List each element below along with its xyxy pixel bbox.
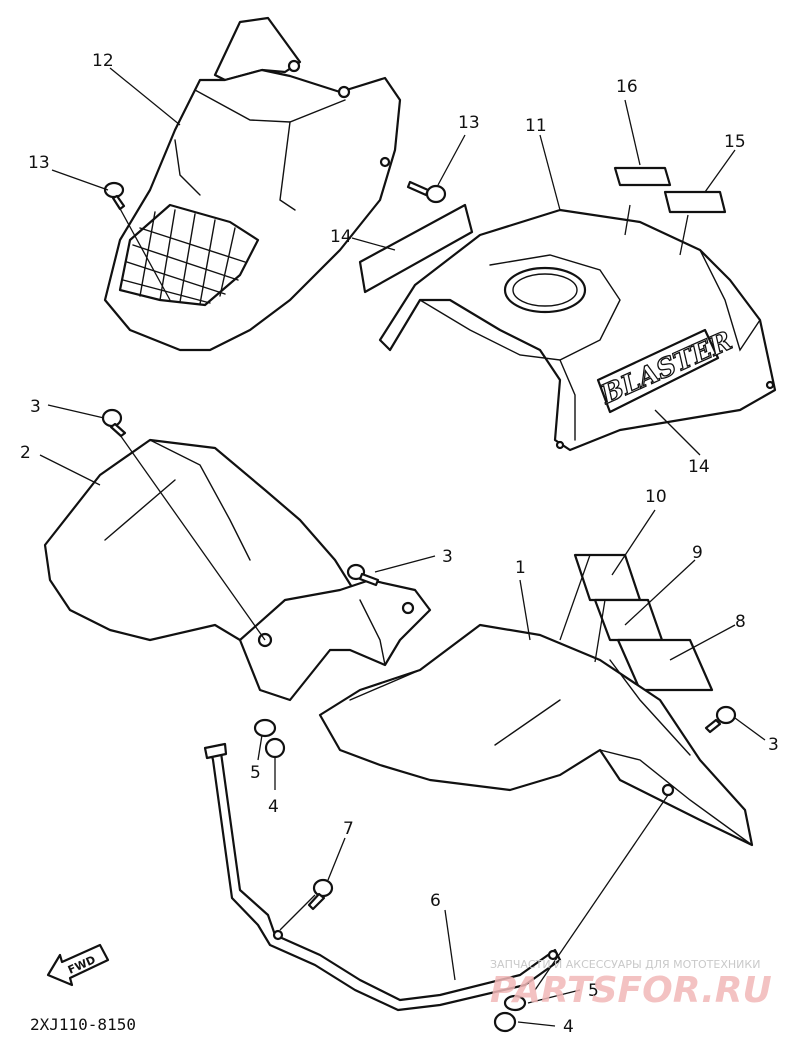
callout-9: 9	[692, 543, 703, 563]
watermark-brand: PARTSFOR.RU	[490, 970, 772, 1011]
stay-bracket-part-6	[203, 742, 562, 1012]
front-cover-part-12	[103, 16, 402, 352]
bolt-part-7	[307, 878, 334, 911]
diagram-code: 2XJ110-8150	[30, 1015, 136, 1034]
callout-3: 3	[30, 397, 41, 417]
callout-13: 13	[28, 153, 50, 173]
watermark-subtitle: ЗАПЧАСТИ И АКСЕССУАРЫ ДЛЯ МОТОТЕХНИКИ	[490, 958, 760, 971]
callout-11: 11	[525, 116, 547, 136]
fwd-arrow-icon: FWD	[46, 943, 110, 987]
screw-3-right	[704, 705, 737, 734]
callout-labels: 12 13 13 11 16 15 14 14 3 2 3 10 9 8 1 3…	[20, 51, 779, 1037]
callout-4: 4	[563, 1017, 574, 1037]
front-fender-part-2	[43, 438, 432, 702]
callout-14: 14	[330, 227, 352, 247]
tank-cover-part-11: BLASTER	[378, 208, 777, 452]
callout-12: 12	[92, 51, 114, 71]
washer-5-right	[503, 994, 527, 1012]
decal-part-10	[573, 553, 642, 602]
callout-14: 14	[688, 457, 710, 477]
callout-8: 8	[735, 612, 746, 632]
callout-15: 15	[724, 132, 746, 152]
callout-6: 6	[430, 891, 441, 911]
rear-fender-part-1	[318, 623, 754, 847]
callout-5: 5	[588, 981, 599, 1001]
callout-10: 10	[645, 487, 667, 507]
decal-part-16	[613, 166, 672, 187]
callout-1: 1	[515, 558, 526, 578]
screw-13-right	[406, 180, 447, 204]
watermark: ЗАПЧАСТИ И АКСЕССУАРЫ ДЛЯ МОТОТЕХНИКИ PA…	[490, 958, 772, 1011]
callout-5: 5	[250, 763, 261, 783]
decal-part-15	[663, 190, 727, 214]
decal-part-9	[593, 598, 664, 642]
callout-4: 4	[268, 797, 279, 817]
screw-3-top	[101, 408, 127, 438]
callout-3: 3	[768, 735, 779, 755]
screw-3-middle	[346, 563, 380, 587]
nut-4-left	[264, 737, 286, 759]
grille-mesh	[122, 209, 246, 305]
washer-5-left	[253, 718, 277, 738]
callout-2: 2	[20, 443, 31, 463]
decal-part-8	[616, 638, 714, 692]
callout-7: 7	[343, 819, 354, 839]
decal-part-14	[358, 203, 474, 294]
nut-4-right	[493, 1011, 517, 1033]
callout-3: 3	[442, 547, 453, 567]
callout-13: 13	[458, 113, 480, 133]
leader-lines	[39, 67, 766, 1027]
callout-16: 16	[616, 77, 638, 97]
screw-13-left	[103, 181, 126, 211]
